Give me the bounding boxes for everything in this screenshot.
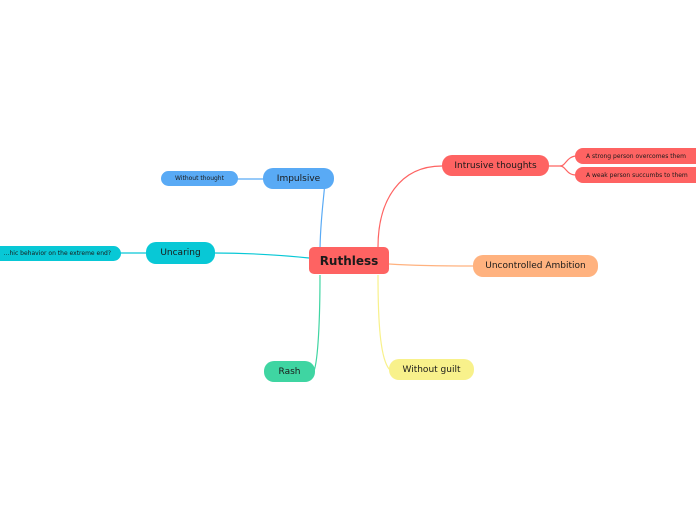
subtopic-weak-person[interactable]: A weak person succumbs to them — [575, 167, 696, 183]
topic-impulsive[interactable]: Impulsive — [263, 168, 334, 189]
topic-uncaring[interactable]: Uncaring — [146, 242, 215, 264]
topic-intrusive-thoughts[interactable]: Intrusive thoughts — [442, 155, 549, 176]
topic-without-guilt[interactable]: Without guilt — [389, 359, 474, 380]
subtopic-strong-person[interactable]: A strong person overcomes them — [575, 148, 696, 164]
topic-rash[interactable]: Rash — [264, 361, 315, 382]
topic-uncontrolled-ambition[interactable]: Uncontrolled Ambition — [473, 255, 598, 277]
root-topic[interactable]: Ruthless — [309, 247, 389, 274]
subtopic-without-thought[interactable]: Without thought — [161, 171, 238, 186]
subtopic-extreme-end[interactable]: …hic behavior on the extreme end? — [0, 246, 121, 261]
